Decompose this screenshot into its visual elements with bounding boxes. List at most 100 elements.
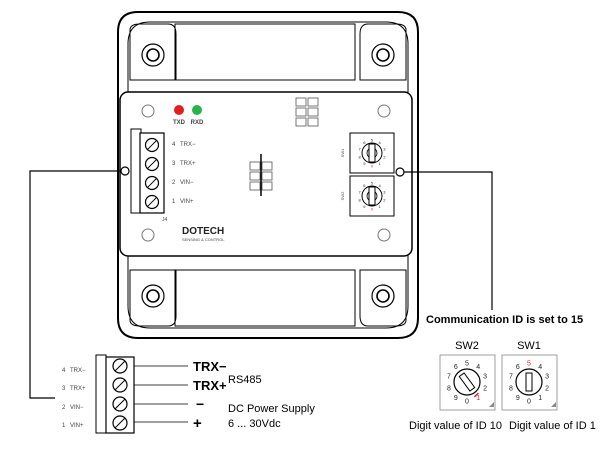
detail-terminal-name-3: TRX+ — [70, 386, 86, 392]
dial-digit: 0 — [371, 163, 374, 168]
dial-indicator — [473, 392, 479, 398]
dial-digit: 2 — [383, 197, 386, 202]
callout-lines — [29, 166, 493, 399]
power-label-line2: 6 ... 30Vdc — [228, 418, 281, 430]
ic-component — [295, 97, 319, 127]
detail-terminal-labels: 4 TRX− 3 TRX+ 2 VIN− 1 VIN+ — [62, 368, 86, 429]
dial-digit: 4 — [378, 183, 381, 188]
dial-digit: 5 — [371, 137, 374, 142]
dial-digit: 7 — [358, 146, 361, 151]
communication-id-note: Communication ID is set to 15 — [426, 314, 583, 326]
signal-vin-minus: − — [196, 396, 204, 412]
dial-digit: 4 — [476, 364, 480, 371]
mounting-ears — [129, 23, 407, 327]
pcb-hole — [377, 228, 391, 242]
enclosure-inner-rim — [127, 21, 409, 329]
board-terminal-num-3: 3 — [172, 161, 176, 167]
sw2-title: SW2 — [455, 340, 479, 352]
dial-digit: 7 — [509, 374, 513, 381]
terminal-screw — [112, 358, 128, 374]
dial-digit: 1 — [378, 204, 381, 209]
dial-pointer — [368, 186, 376, 206]
pcb-hole — [141, 228, 155, 242]
dial-digit: 8 — [358, 197, 361, 202]
signal-vin-plus: + — [193, 415, 202, 432]
dial-digit: 0 — [527, 398, 531, 405]
detail-terminal-name-1: VIN+ — [70, 423, 84, 429]
dial-digit: 8 — [447, 385, 451, 392]
dial-digit: 9 — [516, 395, 520, 402]
board-terminal-num-4: 4 — [172, 142, 176, 148]
sw1-title: SW1 — [517, 340, 541, 352]
detail-terminal-num-1: 1 — [62, 423, 66, 429]
board-terminal-num-2: 2 — [172, 180, 176, 186]
signal-trx-minus: TRX− — [193, 359, 227, 374]
dial-digit: 2 — [483, 385, 487, 392]
dial-digit: 0 — [465, 398, 469, 405]
detail-wires — [134, 365, 188, 423]
top-recess — [174, 23, 356, 81]
terminal-screw — [112, 377, 128, 393]
detail-terminal-num-4: 4 — [62, 368, 66, 374]
dial-digit: 2 — [383, 154, 386, 159]
dial-digit: 1 — [476, 395, 480, 402]
dial-digit: 6 — [363, 183, 366, 188]
dial-digit: 4 — [378, 140, 381, 145]
terminal-screw — [112, 415, 128, 431]
rs485-label: RS485 — [228, 374, 262, 386]
dial-pointer — [525, 372, 533, 392]
dial-digit: 1 — [538, 395, 542, 402]
signal-trx-plus: TRX+ — [193, 378, 227, 393]
dial-digit: 3 — [383, 146, 386, 151]
terminal-screw — [144, 137, 160, 153]
detail-signal-labels: TRX− TRX+ − + RS485 DC Power Supply 6 ..… — [193, 359, 315, 432]
dial-digit: 5 — [527, 360, 531, 367]
dial-digit: 8 — [358, 154, 361, 159]
detail-terminal-name-4: TRX− — [70, 368, 86, 374]
bottom-recess — [174, 269, 356, 327]
power-label-line1: DC Power Supply — [228, 403, 315, 415]
dial-pointer — [458, 372, 476, 392]
dial-digit: 0 — [371, 206, 374, 211]
rxd-label: RXD — [191, 120, 204, 126]
dial-digit: 7 — [447, 374, 451, 381]
dial-pointer — [368, 143, 376, 163]
board-terminal-labels: 4 TRX− 3 TRX+ 2 VIN− 1 VIN+ — [172, 142, 196, 205]
sw1-caption: Digit value of ID 1 — [509, 420, 596, 432]
rxd-led — [192, 105, 202, 115]
dial-digit: 2 — [545, 385, 549, 392]
dotech-logo-text: DOTECH — [182, 226, 224, 237]
dial-digit: 3 — [483, 374, 487, 381]
terminal-screw — [112, 396, 128, 412]
dial-digit: 3 — [383, 189, 386, 194]
dotech-logo-subtext: SENSING & CONTROL — [182, 237, 225, 242]
dial-digit: 9 — [363, 161, 366, 166]
ic-component — [249, 154, 273, 196]
dial-digit: 6 — [363, 140, 366, 145]
sw2-caption: Digit value of ID 10 — [409, 420, 502, 432]
board-terminal-name-3: TRX+ — [180, 161, 196, 167]
board-sw2-ref: SW2 — [340, 191, 345, 200]
board-sw1-ref: SW1 — [340, 148, 345, 157]
board-terminal-name-1: VIN+ — [180, 199, 194, 205]
pcb-hole — [141, 104, 155, 118]
terminal-screw — [144, 175, 160, 191]
board-terminal-name-2: VIN− — [180, 180, 194, 186]
pcb: TXD RXD J4 4 TRX− 3 TRX+ 2 VIN− — [119, 91, 413, 257]
connector-ref: J4 — [162, 217, 168, 223]
dial-digit: 5 — [371, 180, 374, 185]
dial-digit: 9 — [363, 204, 366, 209]
terminal-screw — [144, 156, 160, 172]
dial-digit: 1 — [378, 161, 381, 166]
dial-digit: 6 — [516, 364, 520, 371]
txd-label: TXD — [173, 120, 186, 126]
detail-terminal-num-3: 3 — [62, 386, 66, 392]
dial-digit: 5 — [465, 360, 469, 367]
terminal-screw — [144, 194, 160, 210]
dial-digit: 3 — [545, 374, 549, 381]
